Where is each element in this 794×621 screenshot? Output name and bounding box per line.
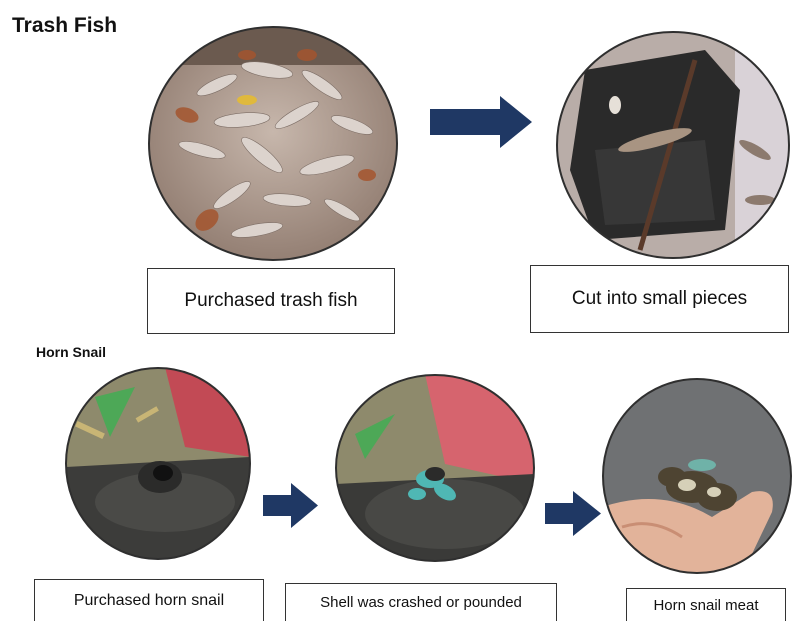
- fish-cutting-photo: [555, 30, 791, 260]
- trash-fish-pile-photo: [147, 25, 399, 262]
- step-label-box: Cut into small pieces: [530, 265, 789, 333]
- purchased-horn-snail-label: Purchased horn snail: [74, 592, 224, 610]
- snail-meat-photo: [602, 377, 792, 575]
- cut-pieces-label: Cut into small pieces: [572, 288, 747, 310]
- purchased-trash-fish-label: Purchased trash fish: [184, 290, 357, 312]
- right-arrow-icon: [545, 491, 601, 536]
- right-arrow-icon: [430, 96, 532, 148]
- horn-snail-meat-label: Horn snail meat: [653, 597, 758, 614]
- step-label-box: Purchased trash fish: [147, 268, 395, 334]
- step-label-box: Purchased horn snail: [34, 579, 264, 621]
- step-label-box: Shell was crashed or pounded: [285, 583, 557, 621]
- horn-snail-photo: [65, 367, 251, 560]
- trash-fish-title: Trash Fish: [12, 14, 117, 38]
- right-arrow-icon: [263, 483, 318, 528]
- step-label-box: Horn snail meat: [626, 588, 786, 621]
- shell-crashed-label: Shell was crashed or pounded: [320, 594, 522, 611]
- horn-snail-title: Horn Snail: [36, 344, 106, 360]
- crushed-snail-photo: [335, 374, 535, 562]
